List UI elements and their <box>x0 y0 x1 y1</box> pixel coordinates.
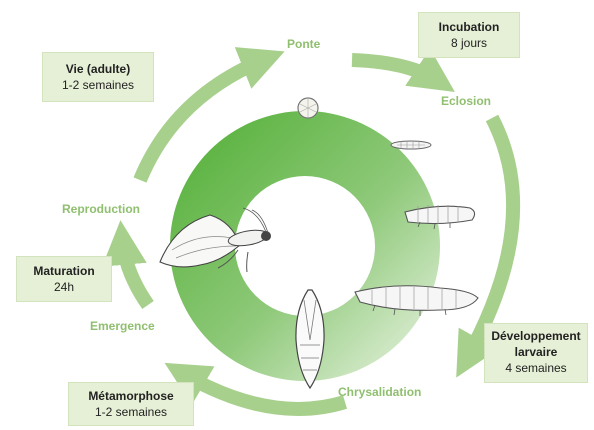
stage-ponte: Ponte <box>287 37 320 51</box>
incubation-duration: 8 jours <box>419 35 519 51</box>
maturation-title: Maturation <box>17 263 111 279</box>
stage-eclosion: Eclosion <box>441 94 491 108</box>
stage-reproduction: Reproduction <box>62 202 140 216</box>
box-developpement-larvaire: Développement larvaire 4 semaines <box>484 323 588 383</box>
developpement-title-2: larvaire <box>485 344 587 360</box>
vie-title: Vie (adulte) <box>43 61 153 77</box>
arrow-emergence-maturation <box>122 238 148 305</box>
incubation-title: Incubation <box>419 19 519 35</box>
young-larva-icon <box>391 141 431 149</box>
maturation-duration: 24h <box>17 279 111 295</box>
stage-emergence: Emergence <box>90 319 155 333</box>
vie-duration: 1-2 semaines <box>43 77 153 93</box>
stage-chrysalidation: Chrysalidation <box>338 385 421 399</box>
developpement-duration: 4 semaines <box>485 360 587 376</box>
box-vie-adulte: Vie (adulte) 1-2 semaines <box>42 52 154 102</box>
box-maturation: Maturation 24h <box>16 256 112 302</box>
egg-icon <box>298 98 318 118</box>
developpement-title: Développement <box>485 328 587 344</box>
arrow-ponte-eclosion <box>352 60 440 82</box>
box-incubation: Incubation 8 jours <box>418 12 520 58</box>
metamorphose-title: Métamorphose <box>69 388 193 404</box>
box-metamorphose: Métamorphose 1-2 semaines <box>68 382 194 426</box>
metamorphose-duration: 1-2 semaines <box>69 404 193 420</box>
